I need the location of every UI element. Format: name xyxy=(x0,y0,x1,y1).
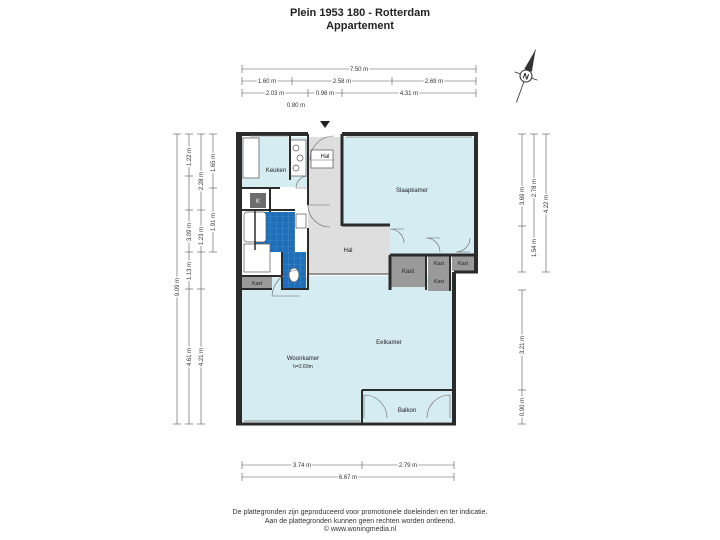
room-label-hal-top: Hal xyxy=(320,154,329,160)
room-label-eetkamer: Eetkamer xyxy=(376,340,402,346)
dim-left-lower: 4.21 m xyxy=(199,348,205,366)
dim-right-b: 2.78 m xyxy=(532,179,538,197)
room-label-kast-small-1: Kast xyxy=(434,261,445,267)
dim-right-a-0: 3.69 m xyxy=(520,187,526,205)
washbasin xyxy=(295,213,307,229)
dim-left-mid-1: 4.61 m xyxy=(187,348,193,366)
dim-top-row2-1: 2.58 m xyxy=(333,79,351,85)
dim-right-c: 4.22 m xyxy=(544,195,550,213)
compass-label: N xyxy=(522,71,531,82)
room-label-kast-center: Kast xyxy=(402,269,414,275)
compass-icon: N xyxy=(514,49,538,103)
dimension-labels: 7.50 m 1.60 m 2.58 m 2.69 m 2.03 m 0.96 … xyxy=(174,66,552,483)
dim-right-lower-0: 3.21 m xyxy=(520,336,526,354)
room-label-kast-right: Kast xyxy=(458,261,469,267)
hall-mat xyxy=(310,149,334,169)
room-label-balkon: Balkon xyxy=(398,408,416,414)
kast-small-2-floor xyxy=(428,271,450,291)
kast-small-1-floor xyxy=(428,255,450,271)
windows xyxy=(244,135,472,422)
kast-center-floor xyxy=(390,255,426,287)
disclaimer-line-2: Aan de plattegronden kunnen geen rechten… xyxy=(264,517,456,525)
plan-header: Plein 1953 180 - Rotterdam Appartement xyxy=(0,7,720,33)
dim-bottom-total: 6.67 m xyxy=(339,475,357,481)
dim-left-mid-0: 3.09 m xyxy=(187,223,193,241)
kast-left-floor xyxy=(242,276,272,289)
dim-top-row2-0: 1.60 m xyxy=(258,79,276,85)
room-label-kast-small-2: Kast xyxy=(434,279,445,285)
disclaimer: De plattegronden zijn geproduceerd voor … xyxy=(0,509,720,535)
dim-right-a-1: 1.54 m xyxy=(532,239,538,257)
disclaimer-line-3: © www.woningmedia.nl xyxy=(323,526,397,533)
dim-left-inner-0: 1.22 m xyxy=(187,148,193,166)
floor-fills xyxy=(242,137,475,422)
dim-left-inner-1: 2.28 m xyxy=(199,172,205,190)
balkon-floor xyxy=(362,391,452,422)
dim-top-row3-1: 0.96 m xyxy=(316,91,334,97)
room-label-woonkamer-height: h=2.69m xyxy=(293,364,313,370)
doors xyxy=(271,135,471,419)
dimension-lines xyxy=(173,65,550,481)
room-label-k: K xyxy=(256,199,260,205)
kitchen-counter xyxy=(242,137,260,179)
dim-bottom-row1-1: 2.79 m xyxy=(399,463,417,469)
room-label-hal: Hal xyxy=(343,248,352,254)
dim-left-inner-2: 1.23 m xyxy=(199,227,205,245)
kast-right-floor xyxy=(452,255,475,271)
dim-top-row2-2: 2.69 m xyxy=(425,79,443,85)
dim-top-row3-2: 4.31 m xyxy=(400,91,418,97)
entrance-arrow-icon xyxy=(320,121,330,128)
room-label-keuken: Keuken xyxy=(266,168,286,174)
walls xyxy=(236,132,478,426)
room-label-slaapkamer: Slaapkamer xyxy=(396,188,428,194)
dim-left-mid-b: 1.13 m xyxy=(187,262,193,280)
room-label-woonkamer: Woonkamer xyxy=(287,356,319,362)
room-labels: Keuken Hal Slaapkamer Hal Woonkamer h=2.… xyxy=(252,154,469,414)
dim-top-total: 7.50 m xyxy=(350,67,368,73)
shower xyxy=(243,243,271,273)
k-cupboard-floor xyxy=(250,193,266,208)
room-label-kast-left: Kast xyxy=(252,281,263,287)
dim-bottom-row1-0: 3.74 m xyxy=(293,463,311,469)
dim-left-outer: 9.09 m xyxy=(175,278,181,296)
dim-left-inner2-0: 1.65 m xyxy=(211,154,217,172)
plan-subtitle: Appartement xyxy=(326,20,394,32)
dim-top-small: 0.80 m xyxy=(287,103,305,109)
disclaimer-line-1: De plattegronden zijn geproduceerd voor … xyxy=(232,509,488,516)
dim-right-lower-1: 0.90 m xyxy=(520,398,526,416)
dim-left-inner2-1: 1.91 m xyxy=(211,213,217,231)
plan-title: Plein 1953 180 - Rotterdam xyxy=(289,7,430,19)
fixtures xyxy=(242,137,334,283)
hal-floor xyxy=(308,137,390,273)
dim-top-row3-0: 2.03 m xyxy=(266,91,284,97)
